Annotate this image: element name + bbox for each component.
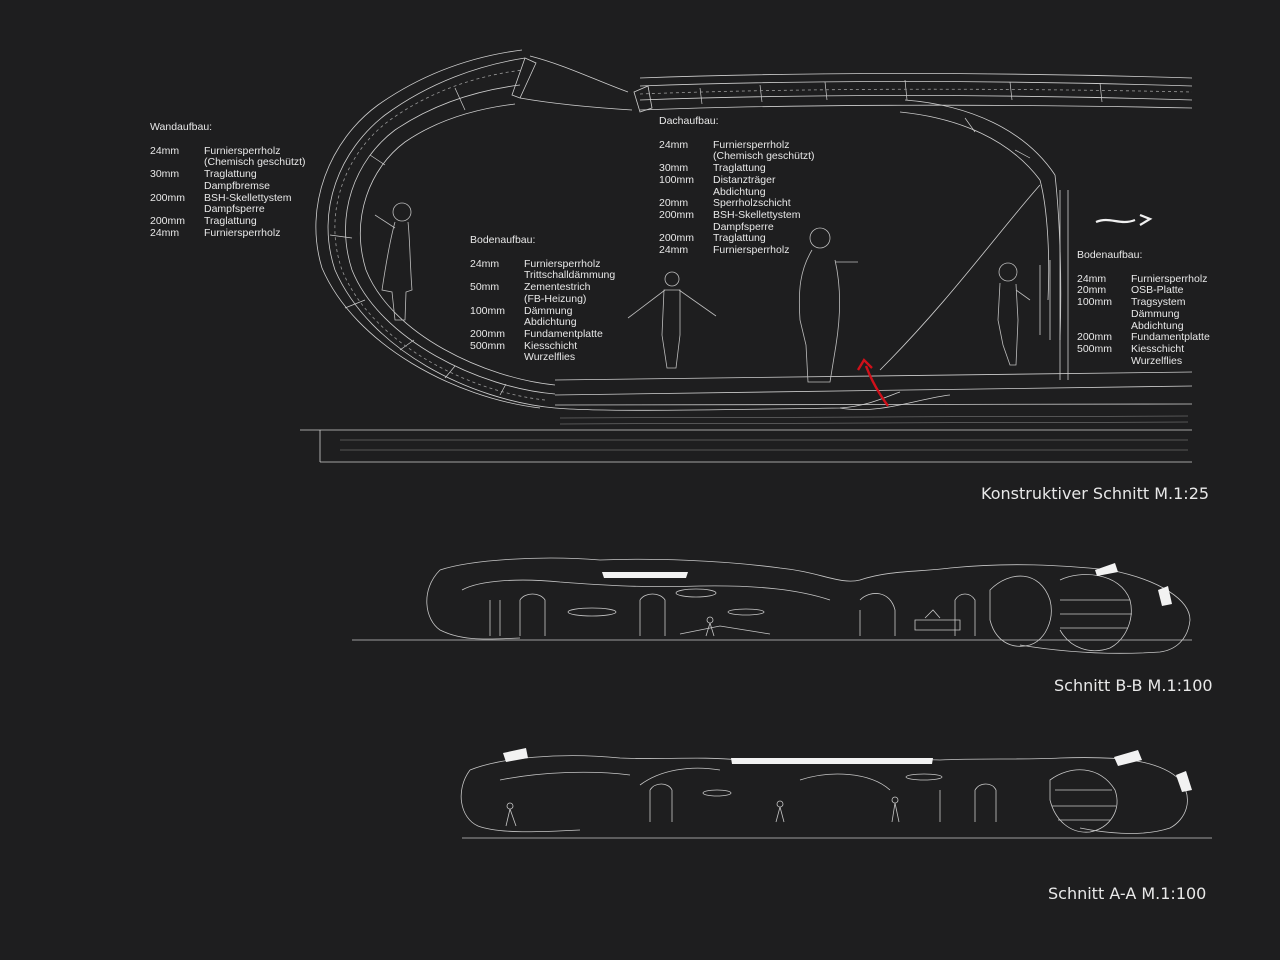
table-row: Dampfsperre: [204, 203, 265, 216]
people-silhouettes: [374, 202, 1031, 383]
entry-arrow-red: [856, 358, 889, 407]
wall-build-up-title: Wandaufbau:: [150, 121, 213, 133]
section-bb-skylights: [602, 563, 1172, 606]
table-row: Abdichtung: [1131, 319, 1184, 332]
floor-build-up-right-title: Bodenaufbau:: [1077, 249, 1143, 261]
roof-build-up-title: Dachaufbau:: [659, 115, 719, 127]
table-row: Abdichtung: [524, 316, 577, 329]
section-aa-drawing: [460, 755, 1212, 839]
table-row: Dampfsperre: [713, 220, 774, 233]
section-aa-skylights: [503, 748, 1192, 792]
table-row: Abdichtung: [713, 185, 766, 198]
table-row: (Chemisch geschützt): [713, 150, 815, 163]
caption-construction-section: Konstruktiver Schnitt M.1:25: [981, 484, 1210, 503]
table-row: Trittschalldämmung: [524, 269, 616, 282]
table-row: (FB-Heizung): [524, 292, 587, 305]
caption-section-aa: Schnitt A-A M.1:100: [1048, 884, 1207, 903]
floor-build-up-left-title: Bodenaufbau:: [470, 234, 536, 246]
section-bb-drawing: [352, 557, 1192, 654]
table-row: Dämmung: [1131, 307, 1180, 320]
table-row: Dampfbremse: [204, 179, 270, 192]
caption-section-bb: Schnitt B-B M.1:100: [1054, 676, 1213, 695]
construction-section: [300, 49, 1193, 463]
table-row: Wurzelflies: [524, 351, 576, 364]
table-row: Wurzelflies: [1131, 354, 1183, 367]
direction-arrow-icon: [1095, 213, 1153, 226]
table-row: (Chemisch geschützt): [204, 156, 306, 169]
